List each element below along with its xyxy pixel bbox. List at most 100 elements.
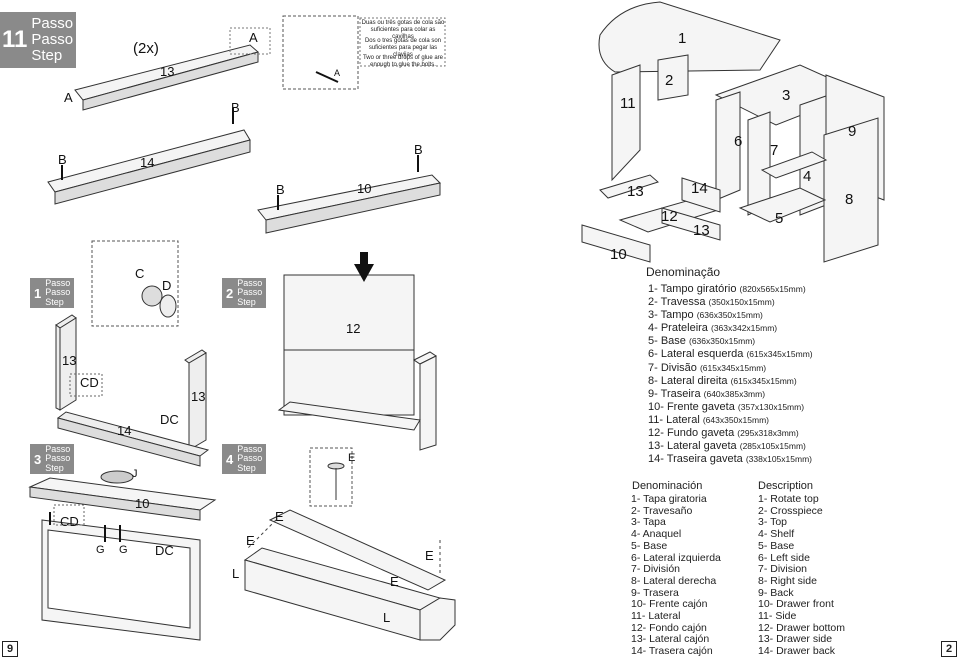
step-word: Step <box>237 462 256 473</box>
step-words: Passo Passo Step <box>45 443 71 473</box>
label-B: B <box>276 182 285 197</box>
label-A: A <box>334 68 341 78</box>
step-number: 11 <box>2 26 28 53</box>
part-13-label: 13 <box>191 389 206 404</box>
list-item: 1- Tampo giratório (820x565x15mm) <box>648 283 813 296</box>
label-A: A <box>249 30 258 45</box>
part-10-label: 10 <box>357 181 372 196</box>
list-item: 12- Fondo cajón <box>631 621 707 634</box>
part-13-label: 13 <box>693 222 710 239</box>
step-number: 3 <box>34 451 42 467</box>
list-item: 14- Trasera cajón <box>631 645 713 658</box>
step-number: 1 <box>34 285 42 301</box>
label-A: A <box>64 90 73 105</box>
step-word: Step <box>237 296 256 307</box>
denominacion-title: Denominación <box>632 480 703 492</box>
list-item: 13- Lateral gaveta (285x105x15mm) <box>648 440 813 453</box>
step-1-box: 1 Passo Passo Step <box>30 278 74 308</box>
part-dimensions: (295x318x3mm) <box>737 428 799 439</box>
list-item: 10- Drawer front <box>758 598 834 611</box>
list-item: 5- Base (636x350x15mm) <box>648 335 813 348</box>
denominacao-title: Denominação <box>646 265 721 279</box>
label-B: B <box>58 152 67 167</box>
step-word: Passo <box>237 287 263 298</box>
step-words: Passo Passo Step <box>31 16 73 63</box>
part-name: 14- Traseira gaveta <box>648 453 743 466</box>
part-14-label: 14 <box>691 180 708 197</box>
part-name: 3- Tampo <box>648 309 694 322</box>
list-item: 7- Division <box>758 563 808 576</box>
label-J: J <box>132 468 138 480</box>
glue-note-pt: Duas ou três gotas de cola são suficient… <box>361 20 445 40</box>
part-8-label: 8 <box>845 191 854 208</box>
part-dimensions: (285x105x15mm) <box>739 441 806 452</box>
part-name: 11- Lateral <box>648 413 700 426</box>
part-13-label: 13 <box>62 353 77 368</box>
label-E: E <box>390 574 399 589</box>
list-item: 10- Frente cajón <box>631 598 708 611</box>
part-dimensions: (636x350x15mm) <box>696 310 763 321</box>
part-dimensions: (636x350x15mm) <box>688 336 756 347</box>
step-4-box: 4 Passo Passo Step <box>222 444 266 474</box>
list-item: 8- Lateral derecha <box>631 574 717 587</box>
part-dimensions: (640x385x3mm) <box>703 388 766 399</box>
label-DC: DC <box>160 412 179 427</box>
description-list: 1- Rotate top 2- Crosspiece 3- Top 4- Sh… <box>758 493 845 658</box>
step-word: Step <box>45 462 64 473</box>
list-item: 1- Tapa giratoria <box>631 493 707 505</box>
part-dimensions: (643x350x15mm) <box>702 414 769 425</box>
list-item: 8- Right side <box>758 574 817 587</box>
label-G: G <box>96 544 105 556</box>
part-name: 12- Fundo gaveta <box>648 427 735 440</box>
part-dimensions: (615x345x15mm) <box>746 349 813 360</box>
list-item: 8- Lateral direita (615x345x15mm) <box>648 375 813 388</box>
part-name: 13- Lateral gaveta <box>648 440 737 453</box>
part-6-label: 6 <box>734 133 743 150</box>
list-item: 3- Tapa <box>631 516 666 529</box>
part-dimensions: (615x345x15mm) <box>730 375 797 386</box>
list-item: 9- Trasera <box>631 586 679 599</box>
list-item: 2- Crosspiece <box>758 504 823 517</box>
list-item: 13- Drawer side <box>758 633 833 646</box>
label-B: B <box>231 100 240 115</box>
list-item: 5- Base <box>758 539 795 552</box>
list-item: 4- Prateleira (363x342x15mm) <box>648 322 813 335</box>
part-14-label: 14 <box>117 423 132 438</box>
list-item: 13- Lateral cajón <box>631 633 710 646</box>
step-word: Passo <box>45 443 71 454</box>
list-item: 4- Anaquel <box>631 528 682 541</box>
step-word: Step <box>45 296 64 307</box>
part-name: 1- Tampo giratório <box>648 283 737 295</box>
list-item: 1- Rotate top <box>758 493 819 505</box>
step-words: Passo Passo Step <box>45 278 70 307</box>
part-10-label: 10 <box>135 496 150 511</box>
part-10-label: 10 <box>610 246 627 263</box>
part-11-label: 11 <box>620 95 636 112</box>
part-4-label: 4 <box>803 168 812 185</box>
label-C: C <box>135 266 145 281</box>
part-dimensions: (820x565x15mm) <box>739 284 806 294</box>
glue-note-es: Dos o tres gotas de cola son suficientes… <box>364 38 442 58</box>
step-number: 4 <box>226 451 234 467</box>
label-L: L <box>383 610 391 625</box>
label-D: D <box>162 278 172 293</box>
step-word: Passo <box>237 453 263 464</box>
part-14-label: 14 <box>140 155 155 170</box>
part-3-label: 3 <box>782 87 791 104</box>
part-2-label: 2 <box>665 72 674 89</box>
list-item: 7- Divisão (615x345x15mm) <box>648 362 813 375</box>
list-item: 2- Travessa (350x150x15mm) <box>648 296 813 309</box>
list-item: 12- Drawer bottom <box>758 621 845 634</box>
list-item: 6- Left side <box>758 551 810 564</box>
list-item: 5- Base <box>631 539 668 552</box>
part-dimensions: (350x150x15mm) <box>708 297 775 308</box>
quantity-label: (2x) <box>133 40 159 57</box>
label-E: E <box>425 548 434 563</box>
list-item: 11- Lateral (643x350x15mm) <box>648 414 813 427</box>
part-name: 10- Frente gaveta <box>648 400 735 413</box>
step-word: Step <box>31 46 63 64</box>
part-dimensions: (615x345x15mm) <box>699 362 767 373</box>
list-item: 3- Tampo (636x350x15mm) <box>648 309 813 322</box>
list-item: 12- Fundo gaveta (295x318x3mm) <box>648 427 813 440</box>
label-DC: DC <box>155 543 174 558</box>
